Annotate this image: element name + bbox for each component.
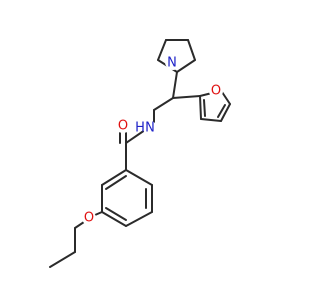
- amide-group: [119, 129, 146, 171]
- bond: [203, 99, 206, 117]
- bond: [49, 251, 76, 268]
- bond: [176, 59, 196, 73]
- atom-o-ether: O: [84, 211, 94, 226]
- bond: [221, 91, 231, 105]
- atom-mask: [116, 119, 130, 133]
- bond: [172, 71, 178, 99]
- bond: [105, 175, 127, 190]
- atom-o-furan: O: [211, 84, 221, 99]
- atom-h-amide: H: [135, 121, 145, 136]
- backbone: [153, 71, 201, 125]
- bond: [220, 103, 231, 122]
- atom-mask: [209, 84, 223, 98]
- bond: [105, 207, 127, 221]
- atom-labels: N O O N H O: [82, 54, 223, 226]
- atom-mask: [82, 211, 96, 225]
- bond: [101, 211, 127, 227]
- propoxy-chain: [49, 211, 103, 268]
- atom-o-carbonyl: O: [118, 119, 128, 134]
- bond: [74, 221, 85, 229]
- atom-n-amide: N: [145, 121, 155, 136]
- bond: [157, 39, 167, 61]
- bond: [153, 97, 174, 111]
- bond: [101, 169, 127, 186]
- bond: [125, 129, 146, 144]
- atom-n-pyrrolidine: N: [167, 56, 177, 71]
- furan-ring: [199, 91, 231, 122]
- bond: [199, 95, 202, 120]
- bond: [187, 39, 196, 61]
- bond: [200, 118, 222, 122]
- benzene-ring: [101, 169, 153, 227]
- molecule-structure: N O O N H O: [49, 39, 231, 268]
- bond: [125, 169, 153, 186]
- bond: [94, 211, 103, 216]
- atom-mask: [143, 121, 157, 135]
- atom-mask: [165, 54, 181, 70]
- bond: [172, 95, 201, 99]
- bond: [217, 104, 226, 118]
- bond: [125, 211, 153, 227]
